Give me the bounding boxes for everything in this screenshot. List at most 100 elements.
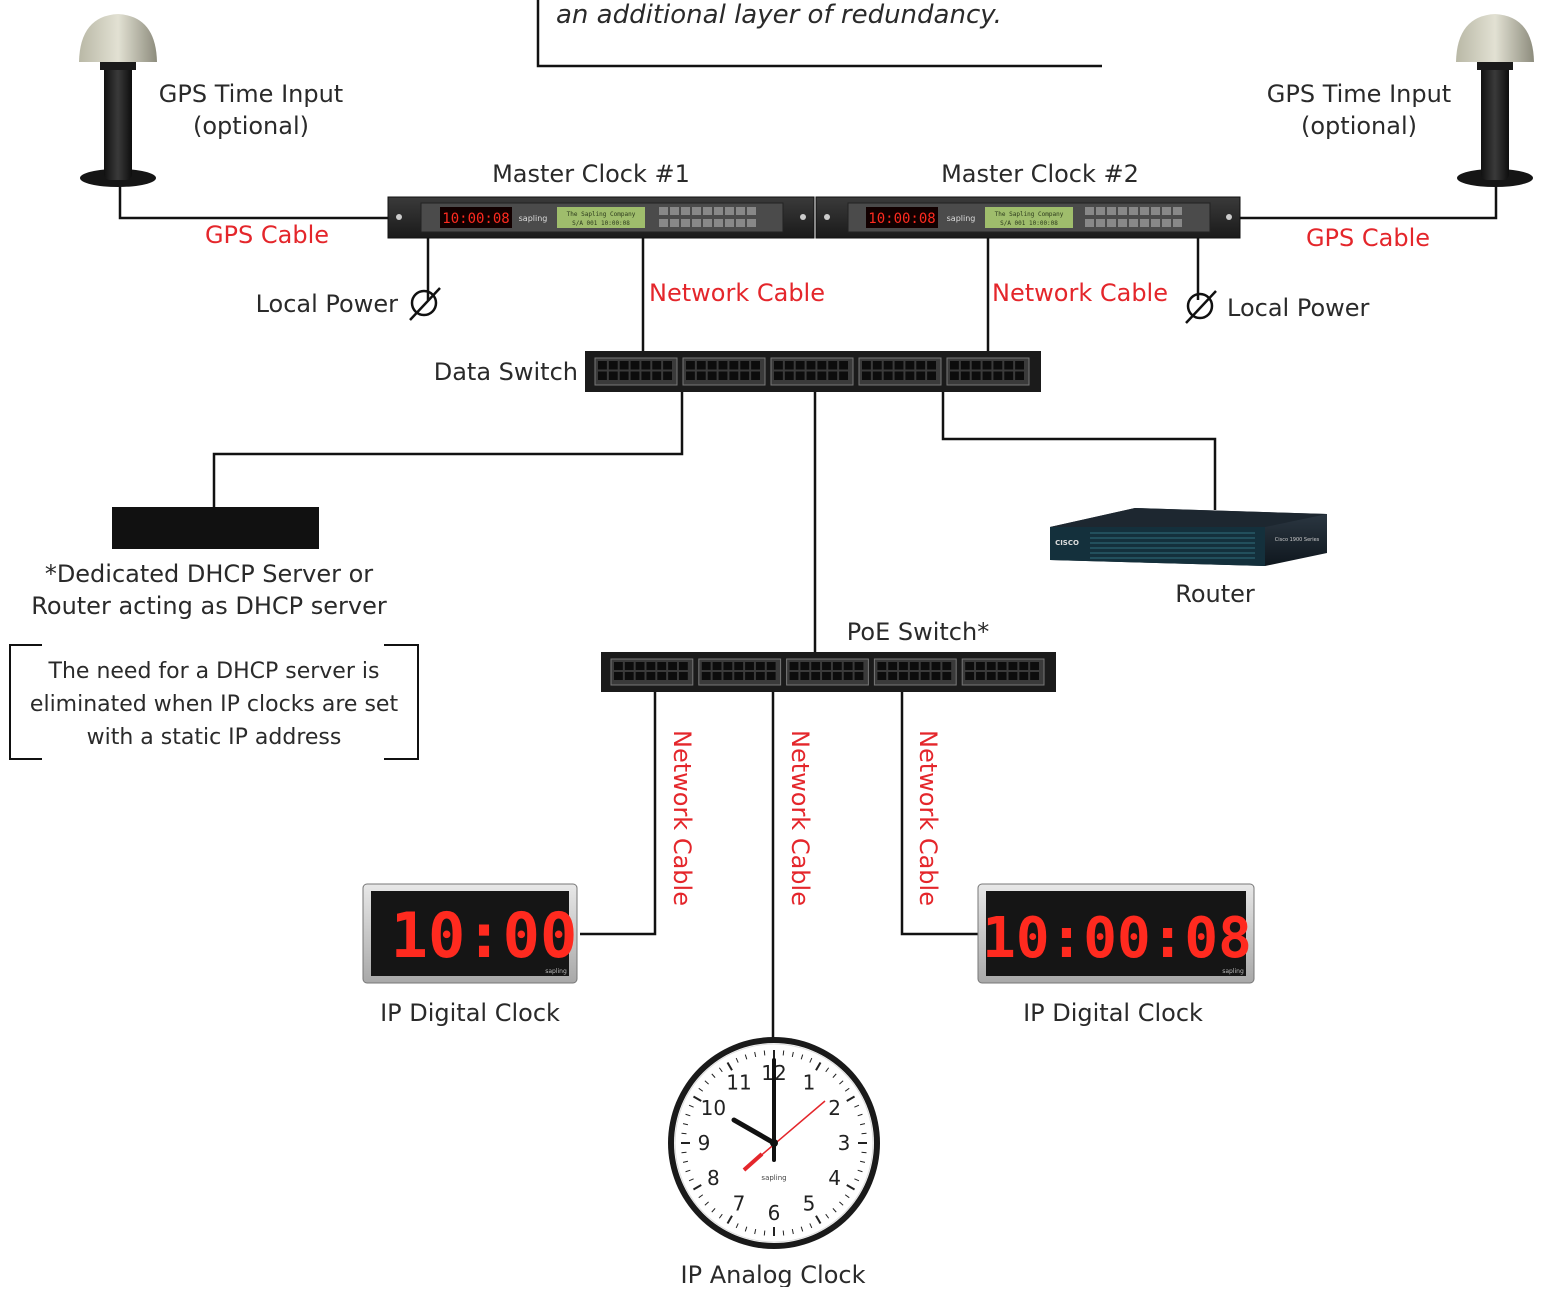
master2-lcd-line1: The Sapling Company bbox=[995, 211, 1064, 218]
clock-tick bbox=[744, 1226, 748, 1232]
clock-tick bbox=[681, 1151, 687, 1154]
switch-port bbox=[635, 672, 645, 680]
clock-tick bbox=[844, 1194, 850, 1199]
clock-tick bbox=[688, 1178, 694, 1182]
clock-tick bbox=[859, 1160, 866, 1163]
digital-left-label: IP Digital Clock bbox=[380, 999, 560, 1027]
analog-label: IP Analog Clock bbox=[681, 1261, 866, 1287]
master2-lcd-line2: S/A 001 10:00:08 bbox=[1000, 220, 1058, 227]
switch-port bbox=[920, 672, 930, 680]
digital-left-wire bbox=[580, 692, 657, 936]
switch-port bbox=[976, 662, 985, 670]
data-switch-label: Data Switch bbox=[434, 358, 578, 386]
switch-port bbox=[712, 672, 722, 680]
router-wire bbox=[941, 392, 1217, 510]
switch-port bbox=[862, 371, 871, 380]
digital-right-brand: sapling bbox=[1222, 968, 1244, 975]
switch-port bbox=[696, 361, 706, 370]
router-brand: CISCO bbox=[1055, 539, 1079, 547]
switch-port bbox=[843, 662, 853, 670]
clock-numeral: 6 bbox=[768, 1201, 781, 1225]
switch-port bbox=[663, 361, 672, 370]
switch-port bbox=[707, 361, 717, 370]
network-cable-label-5: Network Cable bbox=[914, 730, 942, 906]
switch-port bbox=[927, 371, 936, 380]
switch-port bbox=[950, 371, 959, 380]
switch-port bbox=[986, 662, 996, 670]
poe-switch-label: PoE Switch* bbox=[847, 618, 989, 646]
switch-port bbox=[828, 361, 838, 370]
network-cable-label-3: Network Cable bbox=[668, 730, 696, 906]
digital-right-label: IP Digital Clock bbox=[1023, 999, 1203, 1027]
switch-port bbox=[894, 361, 904, 370]
switch-port bbox=[800, 662, 810, 670]
switch-port bbox=[811, 672, 821, 680]
switch-port bbox=[641, 371, 651, 380]
power-symbol-right-icon bbox=[1185, 290, 1217, 324]
clock-numeral: 8 bbox=[707, 1166, 720, 1190]
clock-numeral: 10 bbox=[701, 1096, 726, 1120]
switch-port bbox=[862, 361, 871, 370]
clock-tick bbox=[861, 1132, 867, 1135]
switch-port bbox=[723, 662, 733, 670]
switch-port bbox=[832, 662, 842, 670]
switch-port bbox=[766, 662, 776, 670]
switch-port bbox=[909, 672, 919, 680]
switch-port bbox=[701, 672, 711, 680]
switch-port bbox=[646, 662, 656, 670]
switch-port bbox=[774, 371, 783, 380]
switch-port bbox=[993, 361, 1003, 370]
clock-tick bbox=[692, 1095, 702, 1102]
clock-tick bbox=[718, 1213, 723, 1219]
switch-port bbox=[905, 361, 915, 370]
switch-port bbox=[894, 371, 904, 380]
clock-tick bbox=[726, 1061, 733, 1071]
switch-port bbox=[1004, 361, 1014, 370]
switch-port bbox=[652, 361, 662, 370]
switch-port bbox=[1015, 371, 1024, 380]
router-device: CISCO Cisco 1900 Series bbox=[1050, 508, 1327, 566]
switch-port bbox=[976, 672, 985, 680]
clock-tick bbox=[854, 1104, 860, 1108]
clock-tick bbox=[718, 1067, 723, 1073]
clock-tick bbox=[692, 1184, 702, 1191]
clock-tick bbox=[704, 1080, 709, 1085]
clock-tick bbox=[815, 1215, 822, 1225]
switch-port bbox=[740, 361, 750, 370]
switch-port bbox=[854, 672, 864, 680]
switch-port bbox=[927, 361, 936, 370]
clock-tick bbox=[698, 1087, 704, 1092]
gps-antenna-left-icon bbox=[79, 14, 157, 187]
switch-port bbox=[712, 662, 722, 670]
switch-port bbox=[598, 371, 607, 380]
gps-right-label-1: GPS Time Input bbox=[1267, 80, 1451, 108]
dhcp-server bbox=[112, 507, 319, 549]
switch-port bbox=[993, 371, 1003, 380]
switch-port bbox=[663, 371, 672, 380]
gps-cable-right-wire bbox=[1240, 186, 1498, 220]
gps-antenna-right-icon bbox=[1456, 14, 1534, 187]
clock-tick bbox=[839, 1080, 844, 1085]
switch-port bbox=[1019, 672, 1029, 680]
switch-port bbox=[1008, 662, 1018, 670]
switch-port bbox=[920, 662, 930, 670]
clock-tick bbox=[832, 1208, 837, 1213]
switch-port bbox=[1008, 672, 1018, 680]
switch-port bbox=[657, 672, 667, 680]
switch-port bbox=[745, 672, 754, 680]
switch-port bbox=[877, 662, 887, 670]
switch-port bbox=[872, 371, 882, 380]
switch-port bbox=[784, 361, 794, 370]
gps-left-label-1: GPS Time Input bbox=[159, 80, 343, 108]
clock-numeral: 3 bbox=[838, 1131, 851, 1155]
clock-tick bbox=[735, 1057, 739, 1063]
switch-port bbox=[723, 672, 733, 680]
router-model: Cisco 1900 Series bbox=[1275, 537, 1320, 543]
switch-port bbox=[614, 662, 623, 670]
clock-tick bbox=[815, 1061, 822, 1071]
clock-tick bbox=[726, 1215, 733, 1225]
switch-port bbox=[755, 672, 765, 680]
switch-port bbox=[905, 371, 915, 380]
clock-tick bbox=[688, 1104, 694, 1108]
switch-port bbox=[635, 662, 645, 670]
